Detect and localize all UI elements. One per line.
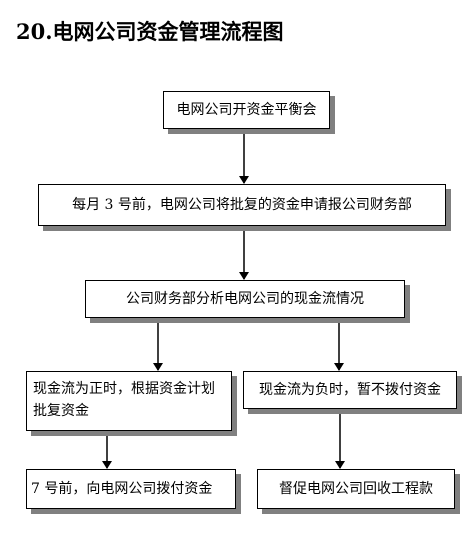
node-cashflow-analysis: 公司财务部分析电网公司的现金流情况 (85, 280, 405, 318)
page-title: 20.电网公司资金管理流程图 (16, 19, 284, 44)
node-label: 现金流为负时，暂不拨付资金 (259, 382, 441, 398)
node-pay-funds: 7 号前，向电网公司拨付资金 (26, 469, 236, 509)
node-label: 督促电网公司回收工程款 (279, 481, 433, 497)
node-label: 每月 3 号前，电网公司将批复的资金申请报公司财务部 (72, 197, 412, 213)
node-label: 电网公司开资金平衡会 (176, 102, 317, 118)
node-label: 7 号前，向电网公司拨付资金 (31, 481, 213, 497)
node-balance-meeting: 电网公司开资金平衡会 (163, 91, 330, 129)
node-negative-cashflow: 现金流为负时，暂不拨付资金 (243, 371, 457, 409)
node-label: 现金流为正时，根据资金计划批复资金 (33, 381, 215, 419)
node-submit-application: 每月 3 号前，电网公司将批复的资金申请报公司财务部 (38, 184, 446, 226)
node-recover-payment: 督促电网公司回收工程款 (257, 469, 455, 509)
node-positive-cashflow: 现金流为正时，根据资金计划批复资金 (26, 371, 232, 431)
node-label: 公司财务部分析电网公司的现金流情况 (126, 291, 364, 307)
